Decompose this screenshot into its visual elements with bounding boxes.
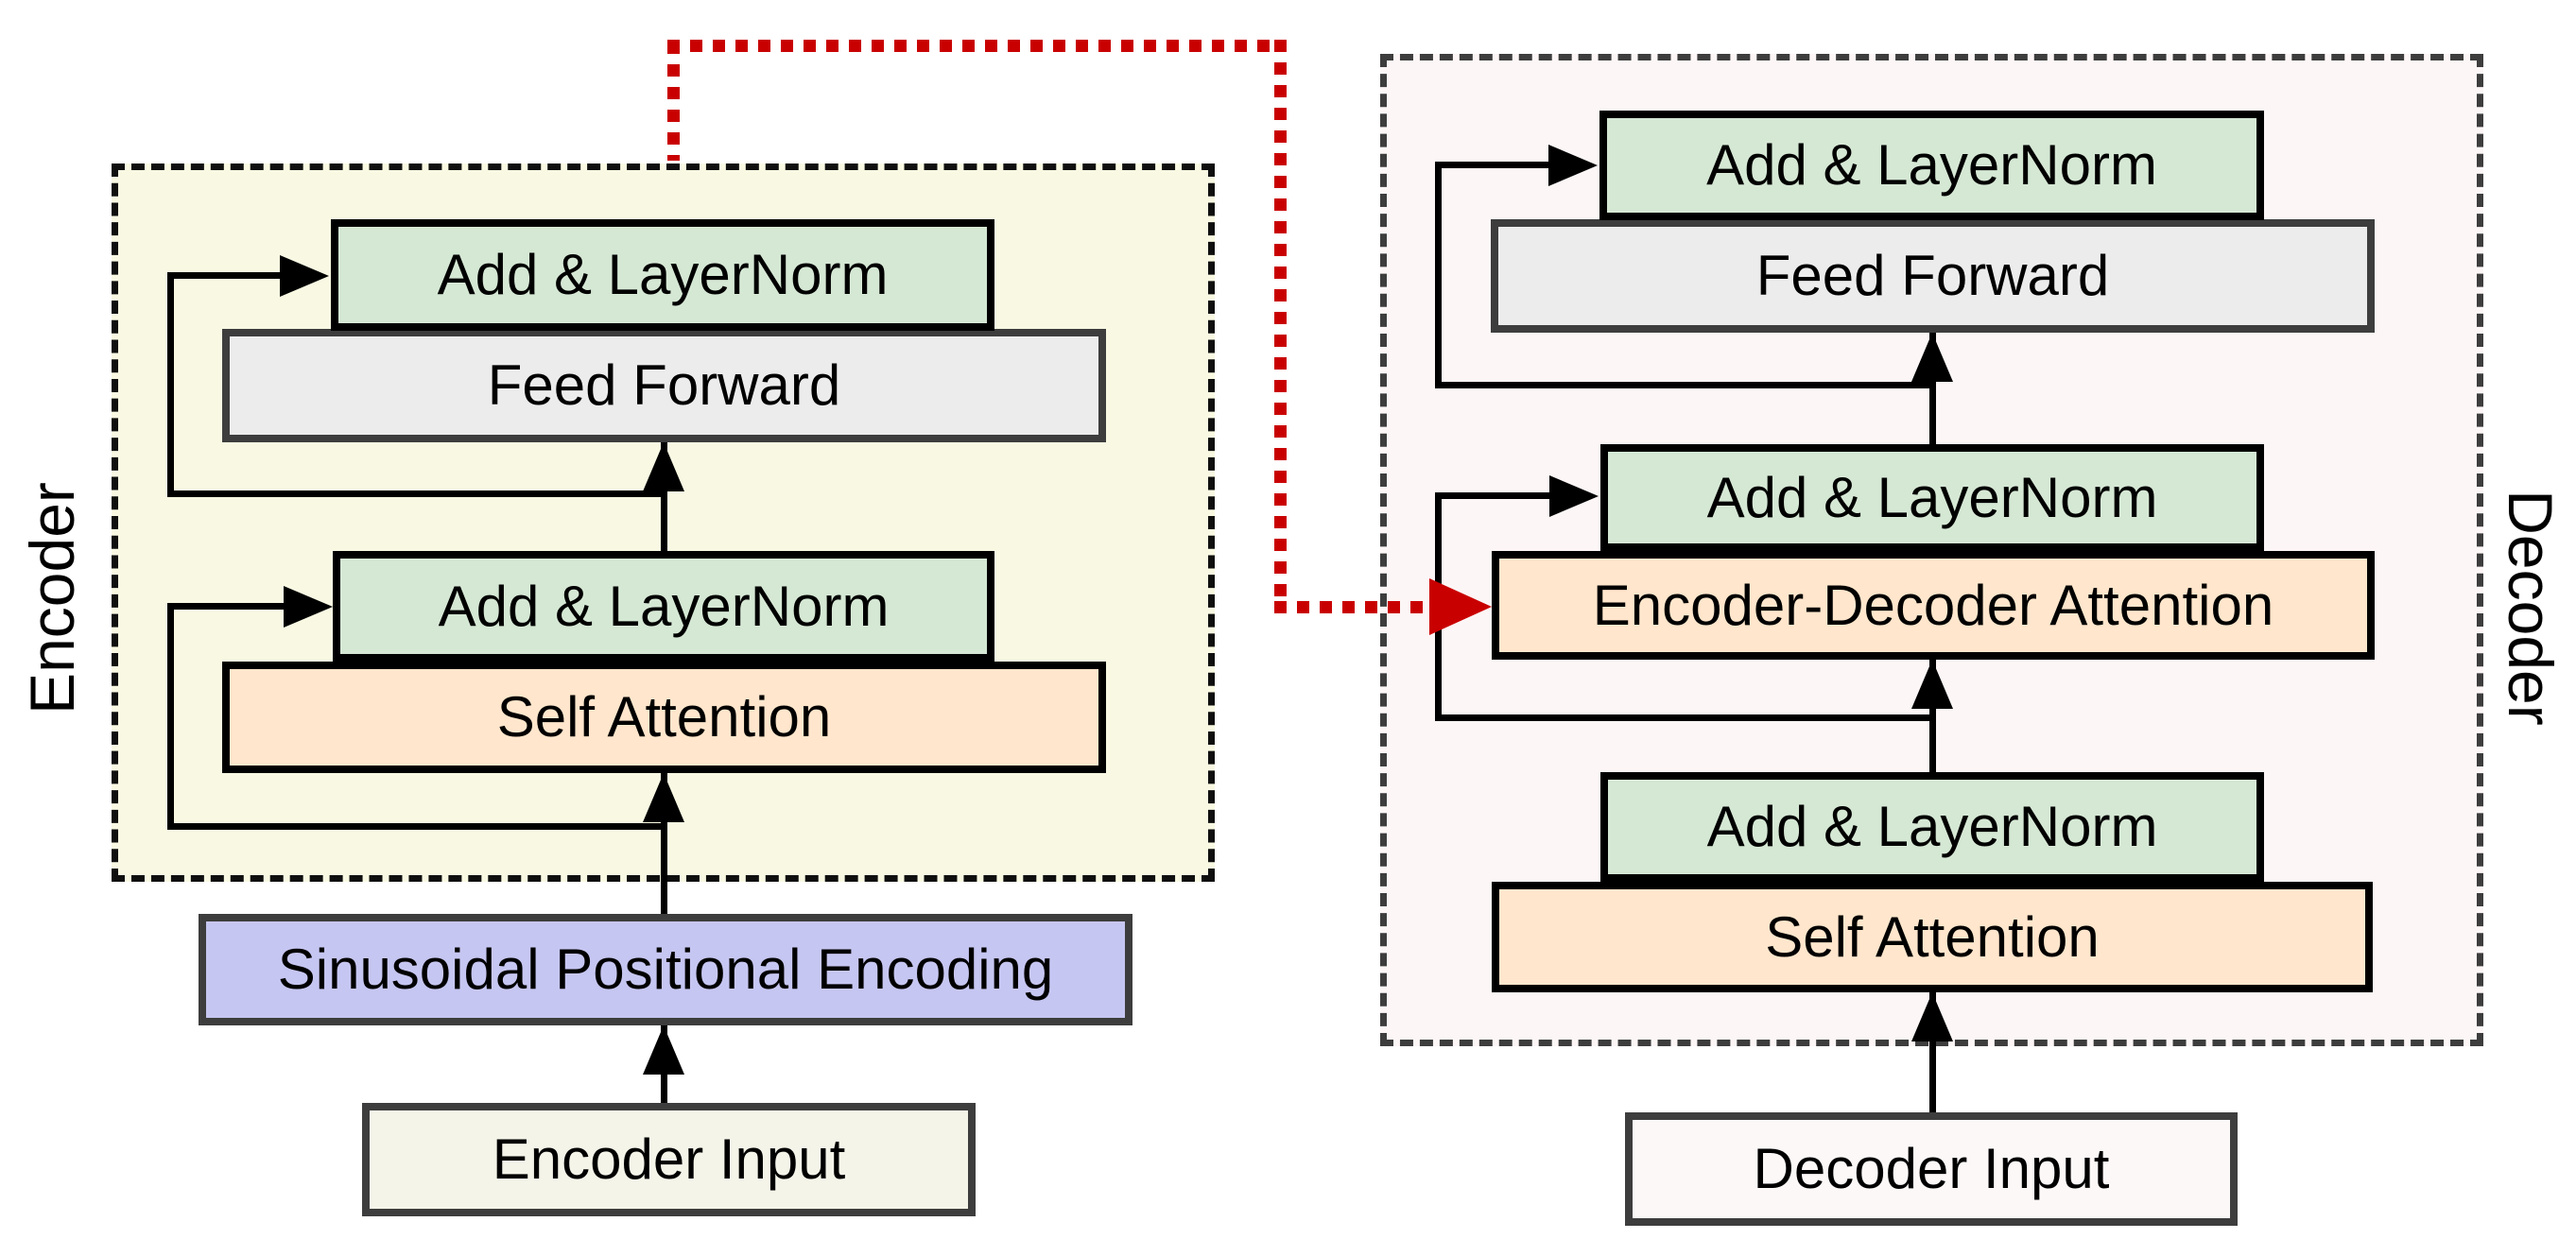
encoder-residual2-bottom-line [167,823,667,830]
decoder-residual2-bottom-line [1435,714,1936,721]
encoder-residual2-top-line [167,603,287,610]
encoder-residual1-vertical-line [167,272,174,497]
encoder-side-label: Encoder [17,482,87,714]
arrow-right-into-decoder-addnorm-middle [1549,475,1599,517]
encoder-residual2-vertical-line [167,603,174,830]
decoder-add-layernorm-bottom-box: Add & LayerNorm [1600,772,2264,882]
decoder-side-label: Decoder [2496,490,2566,726]
red-arrow-into-encoder-decoder-attention [1429,578,1492,635]
encoder-feed-forward-box: Feed Forward [222,329,1106,442]
decoder-add-layernorm-top-box: Add & LayerNorm [1599,111,2264,220]
arrow-right-into-encoder-addnorm-top [280,255,329,297]
decoder-residual2-top-line [1435,492,1551,499]
arrow-right-into-decoder-addnorm-top [1548,145,1598,186]
encoder-decoder-attention-box: Encoder-Decoder Attention [1492,551,2375,660]
decoder-addnorm-to-feedforward-line [1929,333,1936,444]
positional-to-self-attention-line [661,773,667,914]
encoder-residual1-bottom-line [167,490,667,497]
decoder-self-attention-box: Self Attention [1492,882,2373,992]
sinusoidal-positional-encoding-box: Sinusoidal Positional Encoding [199,914,1132,1025]
decoder-input-box: Decoder Input [1625,1112,2238,1226]
decoder-residual1-bottom-line [1435,382,1936,388]
red-context-path-top-horizontal [667,40,1287,52]
arrow-up-into-decoder-feed-forward [1911,333,1953,382]
decoder-residual1-vertical-line [1435,162,1442,388]
arrow-right-into-encoder-addnorm-bottom [284,586,333,628]
decoder-input-to-self-attention-line [1929,992,1936,1112]
red-context-path-bottom-horizontal [1274,601,1433,613]
arrow-up-into-encoder-feed-forward [643,442,684,491]
decoder-residual1-top-line [1435,162,1550,168]
encoder-self-attention-box: Self Attention [222,662,1106,773]
decoder-add-layernorm-middle-box: Add & LayerNorm [1600,444,2264,551]
decoder-feed-forward-box: Feed Forward [1491,219,2375,333]
encoder-add-layernorm-bottom-box: Add & LayerNorm [333,551,994,662]
encoder-input-box: Encoder Input [362,1103,976,1216]
encoder-add-layernorm-top-box: Add & LayerNorm [331,219,994,331]
arrow-up-into-positional-encoding [643,1025,684,1075]
red-context-path-left-vertical [667,42,680,161]
red-context-path-right-vertical [1274,40,1287,608]
arrow-up-into-decoder-self-attention [1911,992,1953,1041]
encoder-residual1-top-line [167,272,285,279]
arrow-up-into-encoder-decoder-attention-bottom [1911,660,1953,709]
arrow-up-into-encoder-self-attention [643,773,684,822]
